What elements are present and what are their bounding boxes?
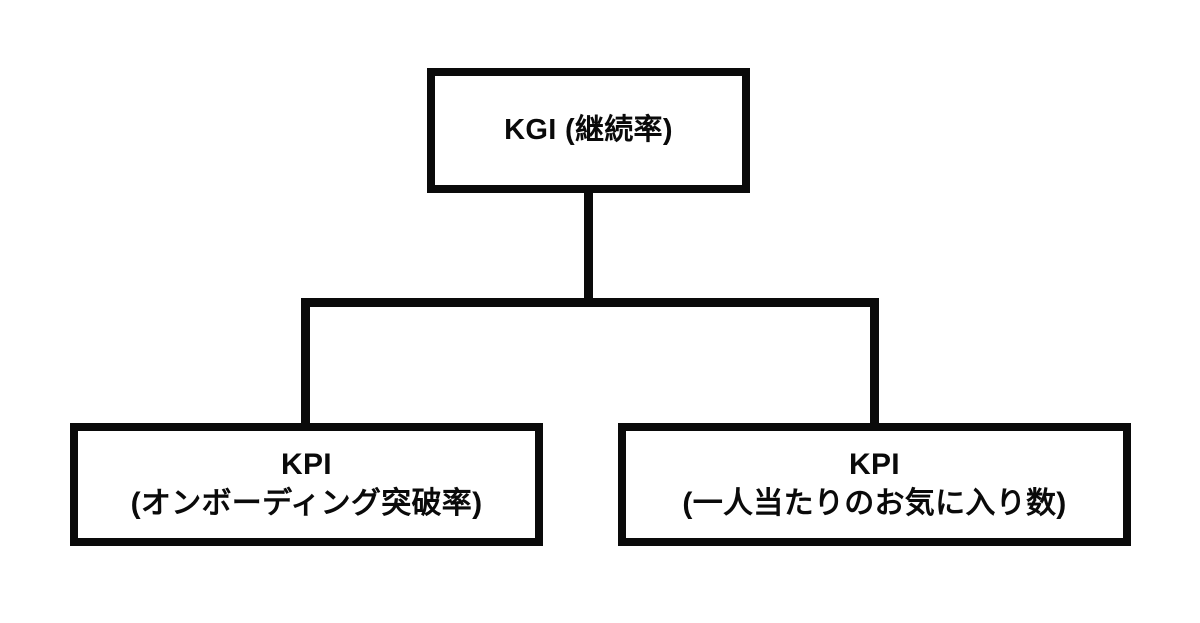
node-kpi-onboarding-line-1: KPI bbox=[281, 448, 332, 482]
node-kpi-onboarding: KPI (オンボーディング突破率) bbox=[70, 423, 543, 546]
connector-kgi-stem bbox=[584, 188, 593, 307]
node-kgi-line-1: KGI (継続率) bbox=[504, 113, 673, 146]
node-kpi-favorites-line-1: KPI bbox=[849, 448, 900, 482]
node-kpi-onboarding-line-2: (オンボーディング突破率) bbox=[130, 486, 483, 520]
node-kpi-favorites: KPI (一人当たりのお気に入り数) bbox=[618, 423, 1131, 546]
node-kgi: KGI (継続率) bbox=[427, 68, 750, 193]
connector-drop-to-kpi-favorites bbox=[870, 298, 879, 425]
node-kpi-favorites-line-2: (一人当たりのお気に入り数) bbox=[682, 486, 1067, 520]
connector-horizontal-bus bbox=[301, 298, 879, 307]
connector-drop-to-kpi-onboarding bbox=[301, 298, 310, 425]
